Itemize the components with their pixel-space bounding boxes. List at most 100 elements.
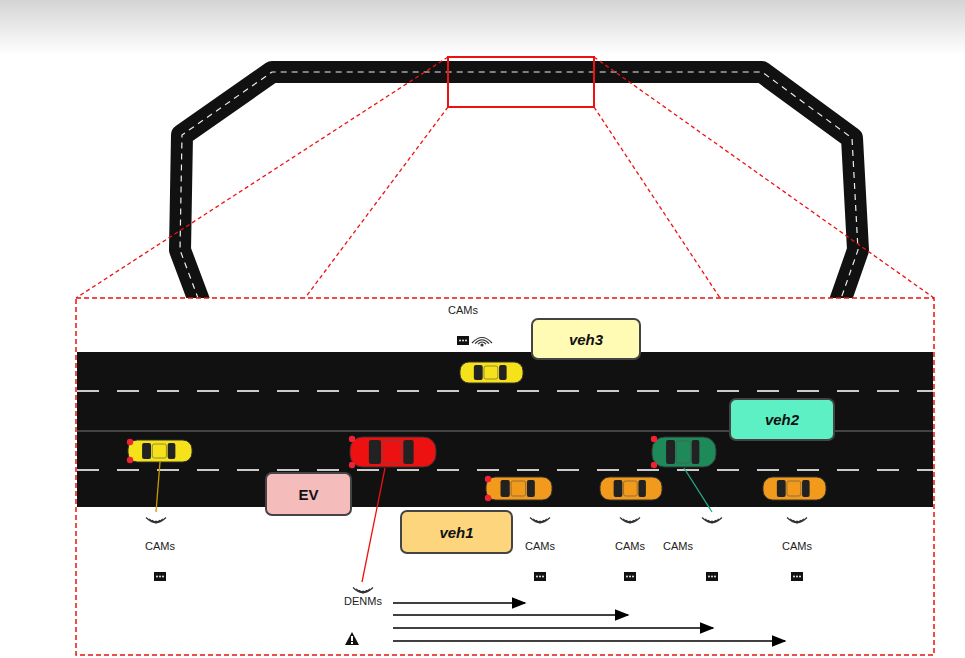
- shape: [478, 342, 486, 344]
- antenna-icon: [620, 518, 640, 524]
- antenna-icon: [353, 588, 373, 594]
- car-body: [652, 437, 716, 467]
- shape: [534, 572, 546, 581]
- car-roof: [152, 444, 166, 458]
- shape: [542, 576, 544, 578]
- car-roof: [787, 481, 801, 496]
- shape: [465, 340, 467, 342]
- car: [600, 477, 662, 500]
- shape: [146, 518, 166, 523]
- car: [763, 477, 826, 500]
- car: [485, 476, 552, 501]
- car-body: [486, 477, 552, 500]
- zoom-lines: [76, 57, 934, 298]
- denm-arrows: [393, 603, 785, 641]
- message-label: CAMs: [782, 540, 812, 552]
- car: [651, 436, 716, 468]
- car-window: [614, 480, 623, 497]
- message-icon: [457, 336, 469, 345]
- shape: [162, 576, 164, 578]
- shape: [714, 576, 716, 578]
- shape: [711, 576, 713, 578]
- message-label: CAMs: [145, 540, 175, 552]
- car: [460, 362, 523, 383]
- shape: [353, 588, 373, 593]
- shape: [530, 518, 550, 523]
- shape: [702, 518, 722, 523]
- car-body: [350, 437, 436, 467]
- vehicle-label: veh1: [400, 510, 513, 554]
- shape: [475, 340, 489, 344]
- vehicle-label: EV: [265, 472, 352, 516]
- message-icon: [154, 572, 166, 581]
- shape: [457, 336, 469, 345]
- car-roof: [511, 481, 526, 496]
- car-window: [369, 440, 381, 464]
- antenna-icon: [472, 338, 492, 347]
- shape: [632, 576, 634, 578]
- vehicle-name: veh1: [439, 524, 473, 541]
- leader-lines: [156, 462, 712, 582]
- car-roof: [383, 441, 402, 463]
- message-label: CAMs: [663, 540, 693, 552]
- car-window: [692, 440, 700, 464]
- message-icon: [706, 572, 718, 581]
- vehicle-name: EV: [298, 486, 318, 503]
- shape: [459, 340, 461, 342]
- car-window: [638, 480, 645, 497]
- car: [349, 436, 436, 468]
- shape: [154, 572, 166, 581]
- car-window: [403, 440, 413, 464]
- lane-marks: [77, 391, 933, 470]
- car-window: [666, 440, 675, 464]
- light-dot: [127, 439, 133, 445]
- message-icon: [791, 572, 803, 581]
- shape: [796, 576, 798, 578]
- shape: [472, 338, 492, 344]
- shape: [480, 343, 483, 346]
- vehicle-label: veh3: [531, 318, 641, 360]
- car-window: [527, 480, 535, 497]
- vehicle-name: veh3: [569, 331, 603, 348]
- shape: [539, 576, 541, 578]
- car-window: [501, 480, 510, 497]
- shape: [793, 576, 795, 578]
- shape: [156, 576, 158, 578]
- shape: [791, 572, 803, 581]
- car-window: [168, 443, 176, 459]
- zoom-box: [76, 298, 934, 655]
- car-roof: [624, 481, 638, 496]
- message-label: CAMs: [448, 304, 478, 316]
- car-roof: [484, 366, 498, 379]
- message-icon: [624, 572, 636, 581]
- shape: [629, 576, 631, 578]
- shape: [626, 576, 628, 578]
- car-window: [142, 443, 151, 459]
- light-dot: [651, 462, 657, 468]
- shape: [620, 518, 640, 523]
- zoom-frame: [448, 57, 594, 107]
- shape: [706, 572, 718, 581]
- car: [127, 439, 192, 463]
- car-body: [600, 477, 662, 500]
- light-dot: [485, 495, 491, 501]
- light-dot: [485, 476, 491, 482]
- road: [77, 352, 933, 507]
- message-label: DENMs: [344, 595, 382, 607]
- light-dot: [349, 462, 355, 468]
- message-label: CAMs: [615, 540, 645, 552]
- light-dot: [127, 457, 133, 463]
- race-track: [180, 72, 858, 330]
- car-roof: [676, 441, 690, 463]
- vehicle-label: veh2: [729, 398, 835, 441]
- light-dot: [651, 436, 657, 442]
- light-dot: [349, 436, 355, 442]
- shape: [536, 576, 538, 578]
- vehicle-name: veh2: [765, 411, 799, 428]
- car-window: [499, 365, 507, 380]
- car-body: [763, 477, 826, 500]
- car-body: [128, 440, 192, 462]
- header-band: [0, 0, 965, 55]
- antenna-icon: [787, 518, 807, 524]
